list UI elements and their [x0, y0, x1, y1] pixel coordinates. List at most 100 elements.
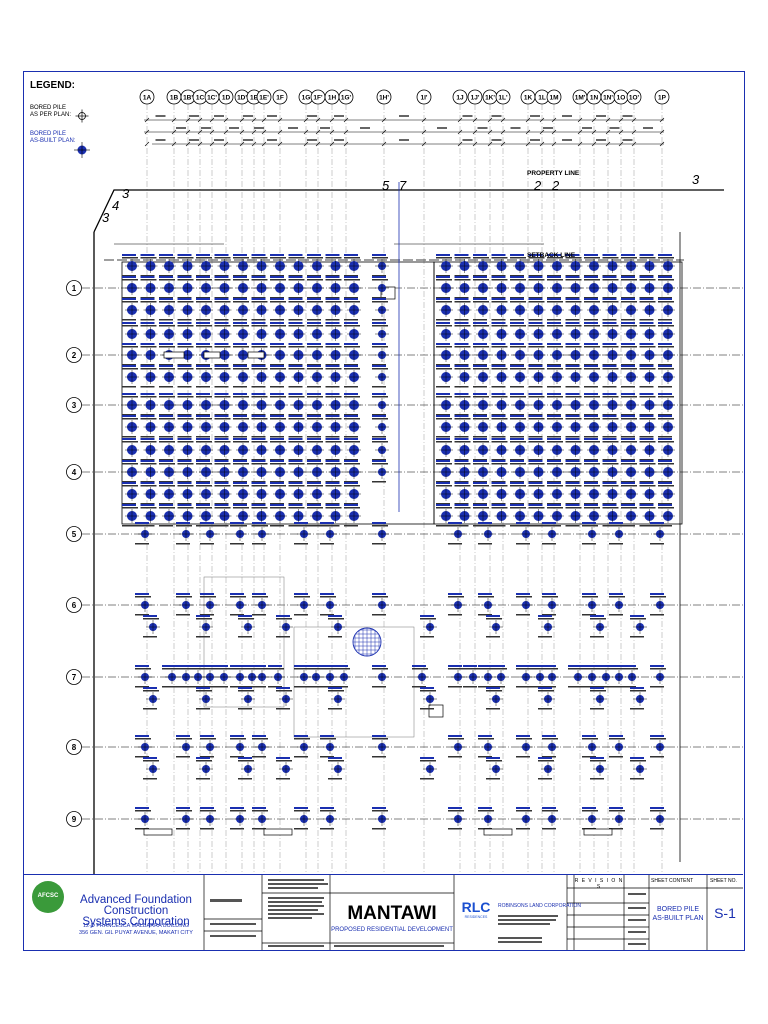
pile-t2-209-tag-3: [547, 436, 561, 438]
pile-t1-164-tag-2: [159, 396, 175, 398]
pile-t1-303-tag-2: [251, 507, 268, 509]
pile-t2-286-tag-2: [491, 485, 508, 487]
pile-pod-330: [448, 522, 465, 545]
pile-pod-extra-422-tag-2: [486, 760, 502, 762]
pile-pod-364: [176, 665, 193, 688]
pile-t2-153-tag-3: [510, 386, 524, 388]
pile-t1-91: [307, 322, 324, 345]
pile-t1-274: [196, 482, 213, 505]
pile-t1-62-tag-2: [270, 301, 286, 303]
pile-t1-90-tag-1: [288, 322, 303, 324]
pile-t2-294-tag-3: [639, 503, 654, 505]
pile-t1-143-tag-1: [270, 365, 284, 367]
pile-t1-112-tag-3: [196, 364, 210, 366]
pile-t2-52-tag-3: [639, 297, 654, 299]
pile-t2-292: [602, 482, 620, 505]
pile-t1-217-tag-3: [140, 459, 155, 461]
pile-t2-309: [436, 504, 453, 527]
pile-pod-402-tag-3: [176, 756, 190, 758]
pile-t2-14-tag-1: [436, 254, 450, 256]
pile-t2-186: [621, 393, 638, 416]
pile-t2-211-tag-3: [584, 436, 598, 438]
pile-t1-222-tag-1: [233, 438, 247, 440]
dimension-tick-1-8: [261, 129, 267, 135]
pile-t1-37: [307, 276, 324, 299]
pile-t1-301-tag-3: [214, 525, 229, 527]
pile-t2-187-tag-3: [639, 414, 654, 416]
dimension-text-2-16: [462, 139, 473, 141]
pile-t2-183-tag-3: [565, 414, 580, 416]
pile-t2-150-tag-3: [454, 386, 469, 388]
pile-pod-413-tag-2: [582, 738, 598, 740]
pile-t2-290-tag-1: [565, 482, 580, 484]
pile-t2-126-tag-3: [510, 364, 524, 366]
pile-t1-90-tag-2: [288, 325, 305, 327]
pile-t1-250: [251, 460, 269, 483]
pile-t1-61-tag-3: [251, 319, 266, 321]
pile-t1-142-tag-3: [251, 386, 266, 388]
pile-t2-215-tag-2: [658, 418, 674, 420]
pile-t1-62-tag-1: [270, 298, 284, 300]
pile-t1-190-tag-3: [140, 436, 155, 438]
dimension-tick-2-9: [277, 141, 283, 147]
pile-t1-301-tag-2: [214, 507, 231, 509]
grade-beam-4: [263, 828, 293, 836]
pile-t2-233-tag-1: [491, 438, 506, 440]
pile-pod-324-tag-1: [200, 522, 214, 524]
pile-t2-188: [658, 393, 675, 416]
pile-t1-117: [288, 343, 306, 366]
pile-t2-215: [658, 415, 675, 438]
pile-pod-371: [268, 665, 285, 688]
pile-pod-389-tag-3: [622, 686, 636, 688]
pile-t2-207-tag-1: [510, 415, 524, 417]
pile-t1-281-tag-2: [325, 485, 342, 487]
pile-t2-267-tag-1: [621, 460, 635, 462]
pile-t2-208-tag-2: [528, 418, 545, 420]
pile-t1-145-tag-1: [307, 365, 321, 367]
pile-t2-149-tag-1: [436, 365, 450, 367]
pile-t2-259-tag-1: [473, 460, 487, 462]
pile-pod-extra-423: [538, 757, 555, 780]
pile-t1-120: [344, 343, 361, 366]
pile-t1-301: [214, 504, 232, 527]
pile-t1-248-tag-1: [214, 460, 229, 462]
pile-t1-162-tag-2: [122, 396, 138, 398]
pile-t1-171-tag-2: [288, 396, 305, 398]
pile-t2-316-tag-3: [565, 525, 580, 527]
pile-pod-366-tag-3: [200, 686, 214, 688]
pile-core-229-tag-1: [372, 438, 386, 440]
pile-t2-44-tag-1: [491, 276, 506, 278]
pile-t2-72-tag-3: [510, 319, 524, 321]
pile-t2-79-tag-1: [639, 298, 654, 300]
pile-pod-322: [135, 522, 152, 545]
pile-t1-162: [122, 393, 139, 416]
pile-pod-extra-416-tag-3: [143, 778, 157, 780]
grid-row-bubble-5: [66, 526, 82, 542]
pile-t1-3-tag-2: [177, 257, 194, 259]
pile-pod-extra-393-tag-3: [238, 708, 252, 710]
dimension-tick-2-13: [343, 141, 349, 147]
pile-pod-extra-361: [630, 615, 647, 638]
pile-t2-45-tag-1: [510, 276, 524, 278]
dimension-tick-1-12: [329, 129, 335, 135]
pile-t1-81-tag-2: [122, 325, 138, 327]
pile-t2-236: [547, 438, 564, 461]
pile-pod-437-tag-1: [542, 807, 556, 809]
pile-pod-373-tag-1: [306, 665, 320, 667]
pile-t2-284: [454, 482, 472, 505]
pile-t1-171-tag-3: [288, 414, 303, 416]
pile-t1-227-tag-2: [325, 441, 342, 443]
revisions-label: R E V I S I O N S: [574, 878, 624, 890]
pile-t2-42-tag-2: [454, 279, 471, 281]
pile-t1-172: [307, 393, 324, 416]
pile-t1-58: [196, 298, 213, 321]
pile-t2-158: [602, 365, 620, 388]
pile-t1-116-tag-1: [270, 343, 284, 345]
pile-t2-126-tag-1: [510, 343, 524, 345]
pile-pod-385-tag-2: [568, 668, 584, 670]
pile-t1-65-tag-3: [325, 319, 340, 321]
company-name: Advanced Foundation Construction Systems…: [80, 894, 192, 928]
pile-t2-20-tag-1: [547, 254, 561, 256]
dimension-tick-1-17: [472, 129, 478, 135]
pile-pod-345-tag-1: [448, 593, 462, 595]
